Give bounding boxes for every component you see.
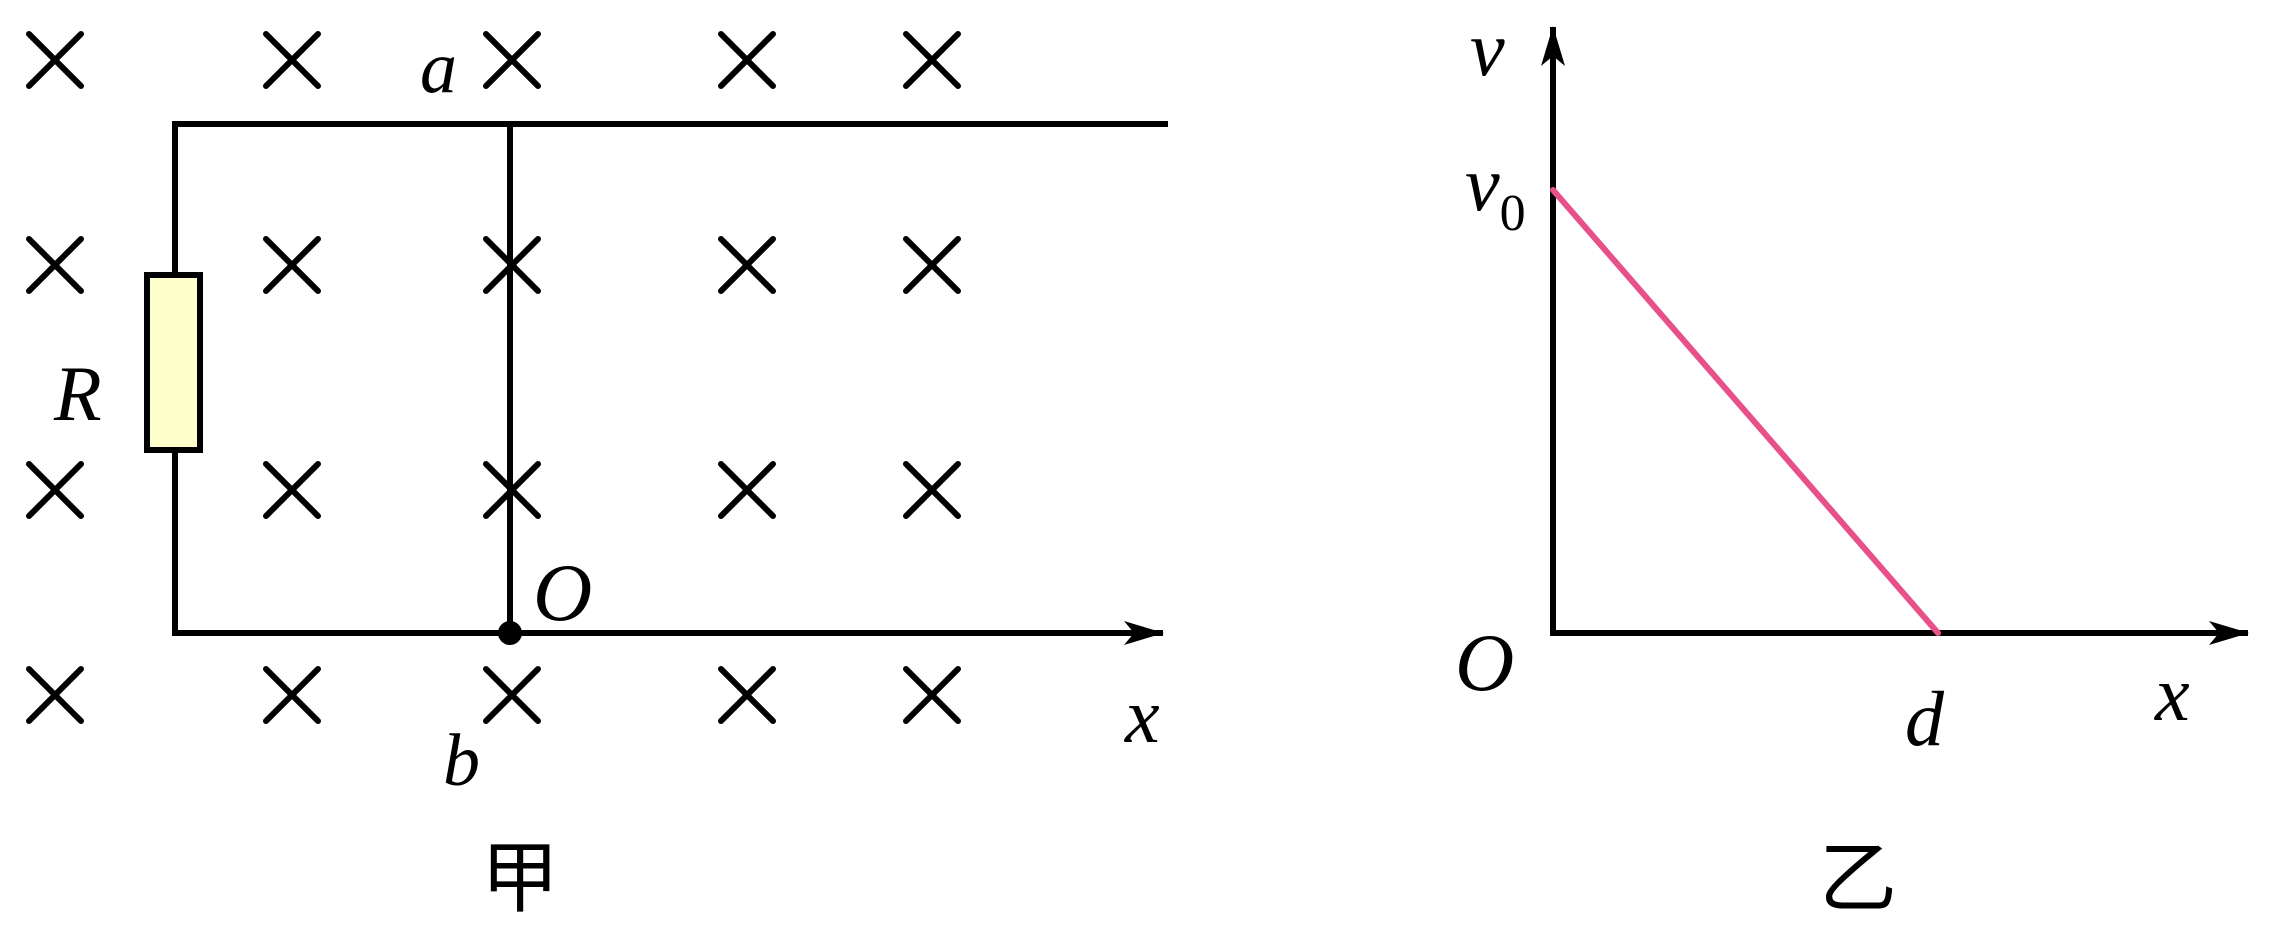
field-cross-icon — [26, 31, 84, 89]
field-cross-icon — [903, 31, 961, 89]
y-marker-subscript: 0 — [1500, 185, 1526, 242]
y-marker-label: v0 — [1465, 140, 1526, 242]
origin-label: O — [533, 547, 592, 638]
velocity-line — [1550, 187, 1941, 636]
field-cross-icon — [26, 236, 84, 294]
field-cross-icon — [718, 666, 776, 724]
resistor-label: R — [53, 350, 102, 437]
y-marker-symbol: v — [1465, 140, 1500, 227]
field-cross-icon — [263, 31, 321, 89]
velocity-graph: v v0 O d x 乙 — [1455, 5, 2249, 924]
y-axis-label: v — [1470, 5, 1505, 92]
field-cross-icon — [26, 461, 84, 519]
field-cross-icon — [718, 31, 776, 89]
field-cross-icon — [263, 666, 321, 724]
x-axis-label: x — [1124, 672, 1160, 759]
field-cross-icon — [718, 236, 776, 294]
x-marker-label: d — [1905, 675, 1945, 762]
field-cross-icon — [903, 236, 961, 294]
x-axis-label: x — [2154, 650, 2190, 737]
circuit-diagram: a b R O x 甲 — [26, 27, 1168, 924]
field-cross-icon — [903, 461, 961, 519]
origin-label: O — [1455, 617, 1514, 708]
figure-caption: 乙 — [1819, 834, 1897, 924]
field-cross-icon — [718, 461, 776, 519]
field-cross-icon — [483, 666, 541, 724]
origin-point — [498, 621, 522, 645]
figure-caption: 甲 — [481, 834, 559, 924]
field-cross-icon — [483, 31, 541, 89]
field-cross-icon — [263, 461, 321, 519]
resistor — [144, 272, 203, 453]
rod-top-label: a — [420, 27, 457, 109]
rod-bottom-label: b — [443, 720, 480, 802]
field-cross-icon — [263, 236, 321, 294]
field-cross-icon — [26, 666, 84, 724]
field-cross-icon — [903, 666, 961, 724]
